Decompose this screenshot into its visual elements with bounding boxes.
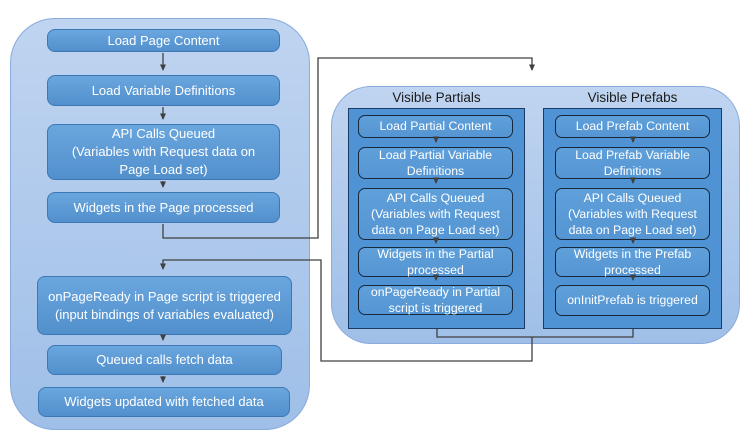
partials-panel-title: Visible Partials [392,90,481,105]
flow-step-label: onPageReady in Page script is triggered … [48,288,281,322]
partial-step-api-calls-queued: API Calls Queued (Variables with Request… [358,188,513,240]
prefabs-panel-title: Visible Prefabs [587,90,678,105]
prefab-step-widgets-processed: Widgets in the Prefab processed [555,247,710,277]
partial-step-label: Load Partial Variable Definitions [378,147,493,178]
prefab-step-load-content: Load Prefab Content [555,115,710,138]
flow-step-load-variable-definitions: Load Variable Definitions [47,75,280,106]
flow-step-widgets-updated: Widgets updated with fetched data [38,387,290,417]
partial-step-load-variable-definitions: Load Partial Variable Definitions [358,147,513,179]
prefab-step-load-variable-definitions: Load Prefab Variable Definitions [555,147,710,179]
prefab-step-label: API Calls Queued (Variables with Request… [568,190,697,238]
flow-step-label: Widgets updated with fetched data [64,394,264,410]
partial-step-label: API Calls Queued (Variables with Request… [371,190,500,238]
partial-step-widgets-processed: Widgets in the Partial processed [358,247,513,277]
prefab-step-oninitprefab-triggered: onInitPrefab is triggered [555,285,710,316]
partial-step-label: Load Partial Content [379,119,492,134]
flow-step-label: API Calls Queued (Variables with Request… [71,126,256,177]
partial-step-load-content: Load Partial Content [358,115,513,138]
partial-step-label: onPageReady in Partial script is trigger… [370,284,501,315]
flow-step-label: Load Variable Definitions [91,82,236,98]
flow-step-onpageready-triggered: onPageReady in Page script is triggered … [37,276,292,335]
prefab-step-label: Load Prefab Variable Definitions [575,147,690,178]
prefab-step-label: Widgets in the Prefab processed [573,246,692,277]
flow-step-widgets-processed: Widgets in the Page processed [47,192,280,223]
flow-step-api-calls-queued: API Calls Queued (Variables with Request… [47,124,280,180]
prefab-step-label: Load Prefab Content [575,119,690,134]
flow-step-load-page-content: Load Page Content [47,29,280,52]
flow-step-queued-calls-fetch-data: Queued calls fetch data [47,345,282,375]
prefab-step-label: onInitPrefab is triggered [567,293,698,308]
flow-step-label: Widgets in the Page processed [73,199,254,215]
flow-step-label: Load Page Content [107,32,220,48]
partial-step-onpageready-triggered: onPageReady in Partial script is trigger… [358,285,513,315]
partial-step-label: Widgets in the Partial processed [377,246,494,277]
flow-step-label: Queued calls fetch data [96,352,233,368]
prefab-step-api-calls-queued: API Calls Queued (Variables with Request… [555,188,710,240]
